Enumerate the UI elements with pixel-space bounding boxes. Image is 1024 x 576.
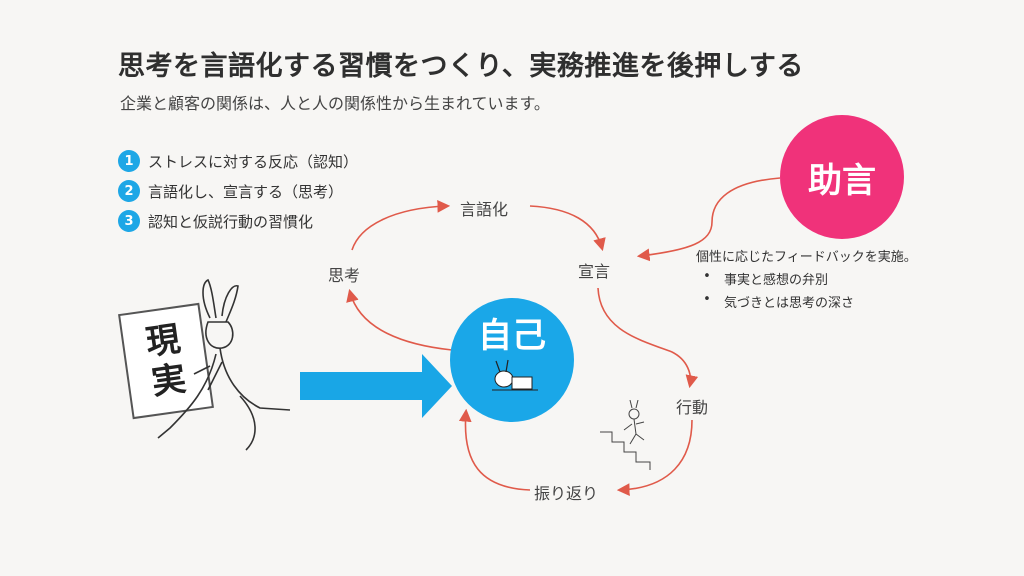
arrow-advice-to-declare [636, 177, 781, 262]
arrow-self-to-thinking [346, 288, 453, 351]
arrow-action-to-reflect [616, 419, 693, 497]
step-item-3: 3 認知と仮説行動の習慣化 [118, 206, 358, 236]
arrow-verbalize-to-declare [529, 205, 606, 252]
step-number-badge: 2 [118, 180, 140, 202]
step-number-badge: 1 [118, 150, 140, 172]
step-label: 認知と仮説行動の習慣化 [148, 212, 314, 231]
node-verbalize: 言語化 [460, 200, 509, 219]
node-reflect: 振り返り [534, 484, 599, 503]
step-label: 言語化し、宣言する（思考） [148, 182, 344, 201]
stairs-rabbit-illustration [600, 400, 651, 470]
step-list: 1 ストレスに対する反応（認知） 2 言語化し、宣言する（思考） 3 認知と仮説… [118, 146, 358, 236]
advice-circle: 助言 [780, 115, 904, 239]
arrow-thinking-to-verbalize [351, 199, 451, 251]
advice-label: 助言 [808, 160, 876, 201]
rabbit-laptop-illustration [492, 359, 538, 390]
node-declare: 宣言 [578, 262, 611, 281]
step-item-2: 2 言語化し、宣言する（思考） [118, 176, 358, 206]
self-circle: 自己 [450, 298, 574, 422]
self-label: 自己 [478, 315, 546, 356]
step-item-1: 1 ストレスに対する反応（認知） [118, 146, 358, 176]
big-blue-arrow [300, 354, 452, 418]
running-rabbit-illustration [157, 278, 291, 451]
arrow-declare-to-action [597, 287, 699, 389]
node-thinking: 思考 [328, 266, 361, 285]
node-action: 行動 [676, 398, 709, 417]
advice-bullet: •事実と感想の弁別 [703, 269, 829, 288]
advice-heading: 個性に応じたフィードバックを実施。 [696, 250, 917, 265]
page-title: 思考を言語化する習慣をつくり、実務推進を後押しする [118, 51, 804, 82]
advice-description: 個性に応じたフィードバックを実施。 •事実と感想の弁別 •気づきとは思考の深さ [696, 246, 917, 311]
step-label: ストレスに対する反応（認知） [148, 152, 359, 171]
advice-bullet: •気づきとは思考の深さ [703, 292, 855, 311]
arrow-reflect-to-self [458, 408, 531, 491]
step-number-badge: 3 [118, 210, 140, 232]
page-subtitle: 企業と顧客の関係は、人と人の関係性から生まれています。 [120, 94, 550, 113]
